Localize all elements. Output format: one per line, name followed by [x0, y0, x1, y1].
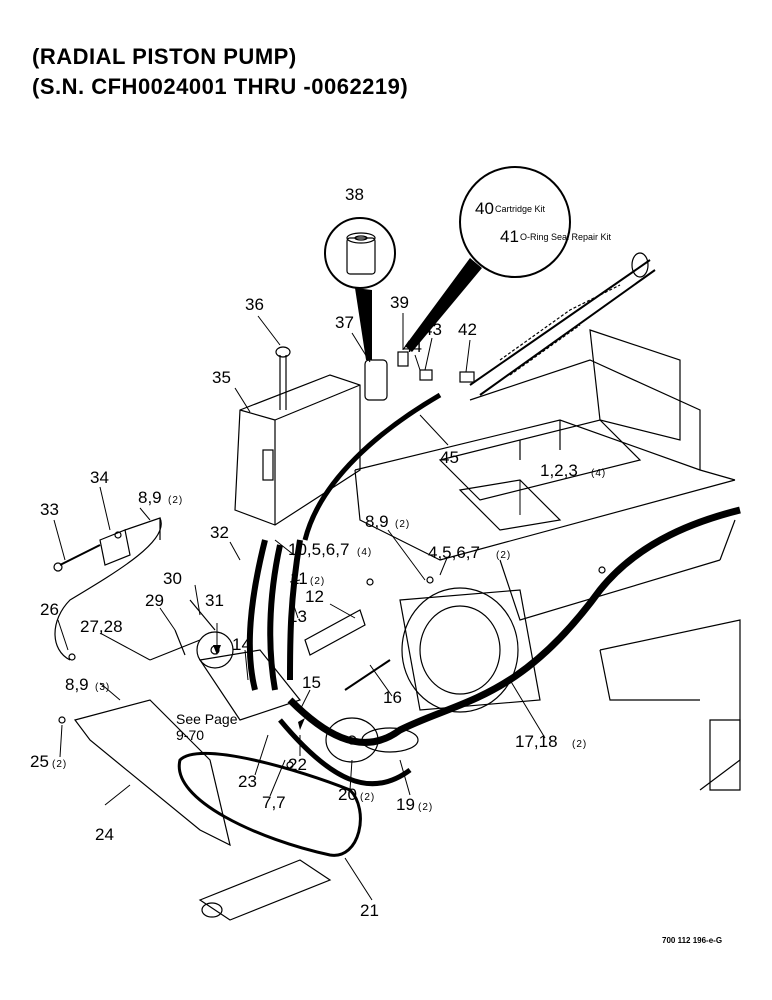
callout-26: 26 — [40, 600, 59, 619]
callout-16: 16 — [383, 688, 402, 707]
callout-33: 33 — [40, 500, 59, 519]
callout-15: 15 — [302, 673, 321, 692]
qty-8-9-a: (2) — [168, 495, 183, 506]
page-title-line-1: (RADIAL PISTON PUMP) — [32, 44, 297, 69]
callout-19: 19 — [396, 795, 415, 814]
callout-32: 32 — [210, 523, 229, 542]
callout-31: 31 — [205, 591, 224, 610]
callout-44: 44 — [403, 337, 422, 356]
callout-17-18: 17,18 — [515, 732, 558, 751]
callout-20: 20 — [338, 785, 357, 804]
kit-detail-circle — [459, 166, 571, 278]
quantity-labels: (2) (4) (4) (2) (2) (2) (3) (2) (2) (2) … — [52, 468, 606, 813]
cartridge-kit-label: Cartridge Kit — [495, 204, 546, 214]
qty-8-9-b: (2) — [395, 519, 410, 530]
callout-8-9-a: 8,9 — [138, 488, 162, 507]
callout-45: 45 — [440, 448, 459, 467]
callout-25: 25 — [30, 752, 49, 771]
figure-reference-code: 700 112 196-e-G — [662, 936, 723, 945]
arrow-heads — [213, 645, 305, 730]
qty-17-18: (2) — [572, 739, 587, 750]
callout-21: 21 — [360, 901, 379, 920]
callout-39: 39 — [390, 293, 409, 312]
oring-kit-label: O-Ring Seal Repair Kit — [520, 232, 612, 242]
callout-24: 24 — [95, 825, 114, 844]
page-title-line-2: (S.N. CFH0024001 THRU -0062219) — [32, 74, 409, 99]
kit-bubble-pointer — [405, 258, 482, 352]
filter-cartridge-sketch — [346, 232, 376, 275]
callout-42: 42 — [458, 320, 477, 339]
callout-29: 29 — [145, 591, 164, 610]
callout-30: 30 — [163, 569, 182, 588]
callout-23: 23 — [238, 772, 257, 791]
qty-25: (2) — [52, 759, 67, 770]
callout-1-2-3: 1,2,3 — [540, 461, 578, 480]
qty-4-5-6-7: (2) — [496, 550, 511, 561]
callout-34: 34 — [90, 468, 109, 487]
leader-lines — [53, 313, 546, 901]
callout-7-7: 7,7 — [262, 793, 286, 812]
qty-8-9-c: (3) — [95, 682, 110, 693]
callout-11: 11 — [290, 569, 308, 588]
callout-37: 37 — [335, 313, 354, 332]
filter-bubble-pointer — [355, 288, 372, 360]
callout-22: 22 — [288, 755, 307, 774]
callout-4-5-6-7: 4,5,6,7 — [428, 543, 480, 562]
filter-detail-circle — [324, 217, 396, 289]
diagram-linework — [53, 252, 741, 921]
callout-12: 12 — [305, 587, 324, 606]
qty-1-2-3: (4) — [591, 468, 606, 479]
detail-bubbles — [324, 166, 571, 289]
callout-numbers: 38 40 41 36 37 39 43 44 42 35 45 34 33 8… — [30, 185, 578, 920]
qty-11: (2) — [310, 576, 325, 587]
callout-27-28: 27,28 — [80, 617, 123, 636]
callout-38: 38 — [345, 185, 364, 204]
callout-13: 13 — [288, 607, 307, 626]
callout-43: 43 — [423, 320, 442, 339]
callout-41: 41 — [500, 227, 519, 246]
qty-19: (2) — [418, 802, 433, 813]
callout-36: 36 — [245, 295, 264, 314]
callout-14: 14 — [232, 635, 251, 654]
qty-10-5-6-7: (4) — [357, 547, 372, 558]
callout-40: 40 — [475, 199, 494, 218]
callout-8-9-b: 8,9 — [365, 512, 389, 531]
see-page-number: 9-70 — [176, 727, 204, 743]
qty-20: (2) — [360, 792, 375, 803]
callout-10-5-6-7: 10,5,6,7 — [288, 540, 349, 559]
callout-35: 35 — [212, 368, 231, 387]
callout-8-9-c: 8,9 — [65, 675, 89, 694]
see-page-label: See Page — [176, 711, 238, 727]
